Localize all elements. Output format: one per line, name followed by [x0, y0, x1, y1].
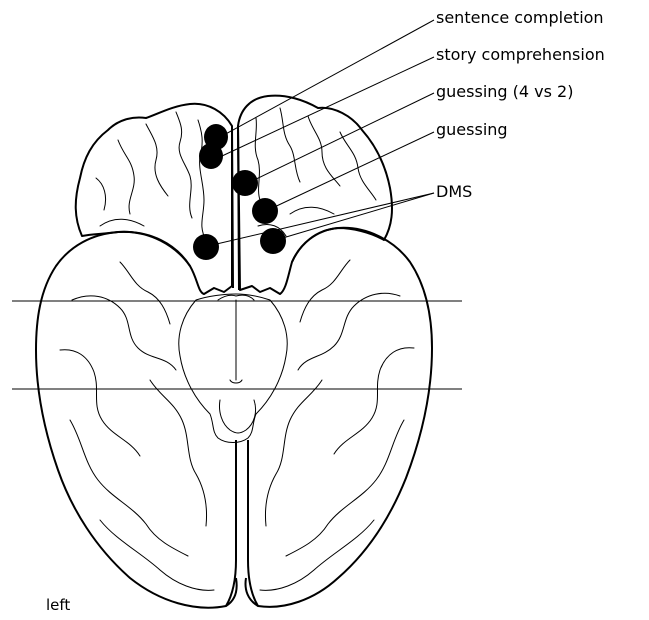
label-hemisphere-left: left — [46, 596, 70, 614]
midline-posterior — [226, 440, 258, 606]
activation-guessing — [252, 198, 278, 224]
right-temporal-gyri — [260, 260, 414, 590]
label-story-comprehension: story comprehension — [436, 46, 605, 64]
activation-dms-left — [193, 234, 219, 260]
left-frontal-gyri — [96, 112, 206, 240]
midbrain-outline — [179, 294, 287, 443]
pons-outline — [219, 400, 255, 433]
label-dms: DMS — [436, 183, 472, 201]
label-guessing: guessing — [436, 121, 508, 139]
leader-dms-b — [276, 193, 434, 240]
right-temporal-lobe-outline — [246, 228, 433, 607]
activation-story-comprehension — [199, 143, 223, 169]
label-guessing-4-vs-2: guessing (4 vs 2) — [436, 83, 573, 101]
leader-dms-a — [208, 193, 434, 246]
activation-guessing-4-vs-2 — [232, 170, 258, 196]
activation-dms-right — [260, 228, 286, 254]
leader-guessing — [268, 132, 434, 210]
label-sentence-completion: sentence completion — [436, 9, 604, 27]
leader-sentence-completion — [222, 20, 434, 136]
right-frontal-lobe-outline — [238, 96, 392, 294]
left-temporal-gyri — [60, 262, 214, 590]
leader-story-comprehension — [222, 57, 434, 156]
optic-chiasm — [218, 295, 254, 383]
